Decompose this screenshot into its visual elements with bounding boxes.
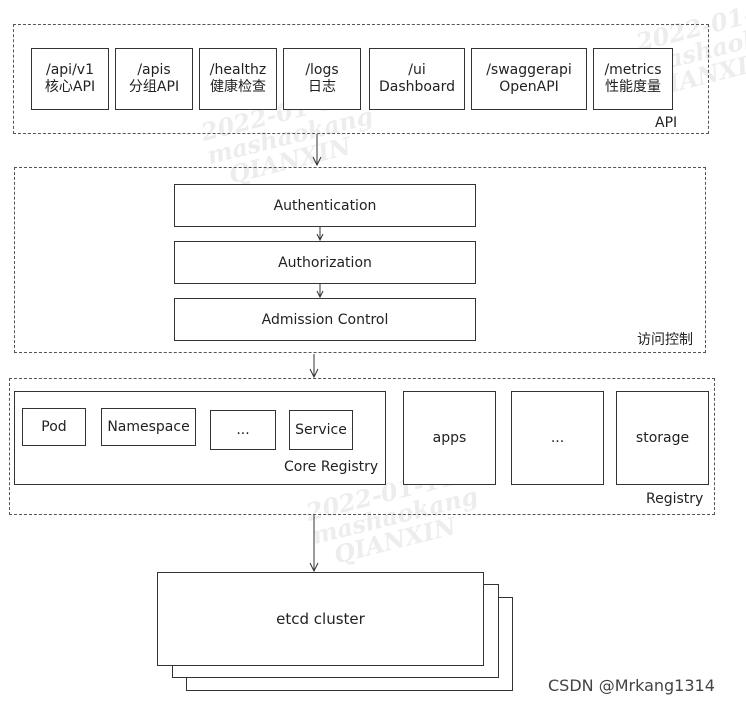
core-item-ellipsis: ... [210, 410, 276, 450]
etcd-cluster-box: etcd cluster [157, 572, 484, 666]
admission-control-step: Admission Control [174, 298, 476, 341]
registry-group-ellipsis: ... [511, 391, 604, 485]
arrowhead-authn-to-authz [316, 233, 324, 242]
arrowhead-api-to-access [312, 156, 322, 167]
core-item-service: Service [289, 410, 353, 450]
core-item-namespace: Namespace [101, 408, 196, 446]
registry-label: Registry [646, 491, 704, 507]
arrowhead-registry-to-etcd [309, 562, 319, 573]
api-group [13, 24, 709, 134]
arrowhead-authz-to-admission [316, 290, 324, 299]
arrowhead-access-to-registry [309, 368, 319, 379]
registry-group-storage: storage [616, 391, 709, 485]
registry-group-apps: apps [403, 391, 496, 485]
authentication-step: Authentication [174, 184, 476, 227]
core-item-pod: Pod [22, 408, 86, 446]
footer-credit: CSDN @Mrkang1314 [548, 676, 715, 695]
api-group-label: API [655, 115, 678, 131]
access-control-group [14, 167, 706, 353]
authorization-step: Authorization [174, 241, 476, 284]
core-registry-label: Core Registry [284, 459, 379, 475]
access-control-label: 访问控制 [637, 332, 693, 348]
registry-group [9, 378, 715, 515]
